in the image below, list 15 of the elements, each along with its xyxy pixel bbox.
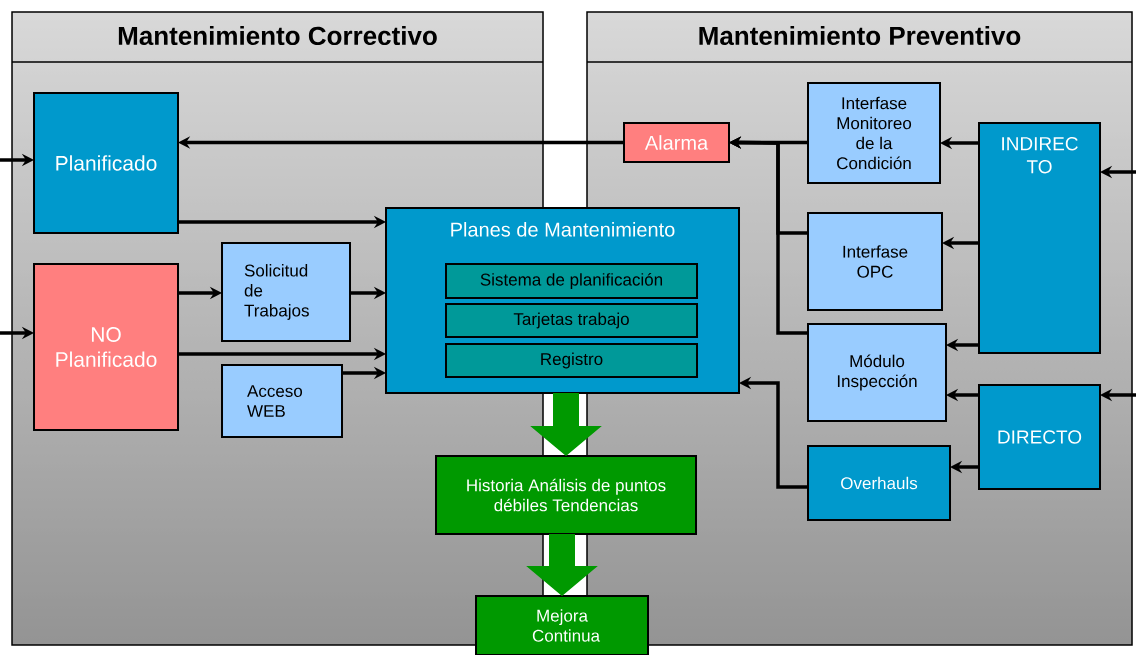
- sub-box: Registro: [445, 343, 698, 378]
- process-box: Módulo Inspección: [807, 323, 947, 422]
- process-box: INDIREC TO: [978, 122, 1101, 354]
- sub-box: Tarjetas trabajo: [445, 303, 698, 338]
- process-box: Interfase Monitoreo de la Condición: [807, 82, 941, 184]
- process-box: Interfase OPC: [807, 212, 943, 311]
- process-box: Acceso WEB: [221, 364, 343, 438]
- sub-box: Sistema de planificación: [445, 263, 698, 299]
- process-box: NO Planificado: [33, 263, 179, 431]
- result-box: Mejora Continua: [475, 595, 649, 655]
- process-box: Overhauls: [807, 445, 951, 521]
- process-box: Solicitud de Trabajos: [221, 242, 351, 342]
- process-box: DIRECTO: [978, 384, 1101, 490]
- process-box: Planificado: [33, 92, 179, 234]
- alarm-box: Alarma: [623, 122, 730, 163]
